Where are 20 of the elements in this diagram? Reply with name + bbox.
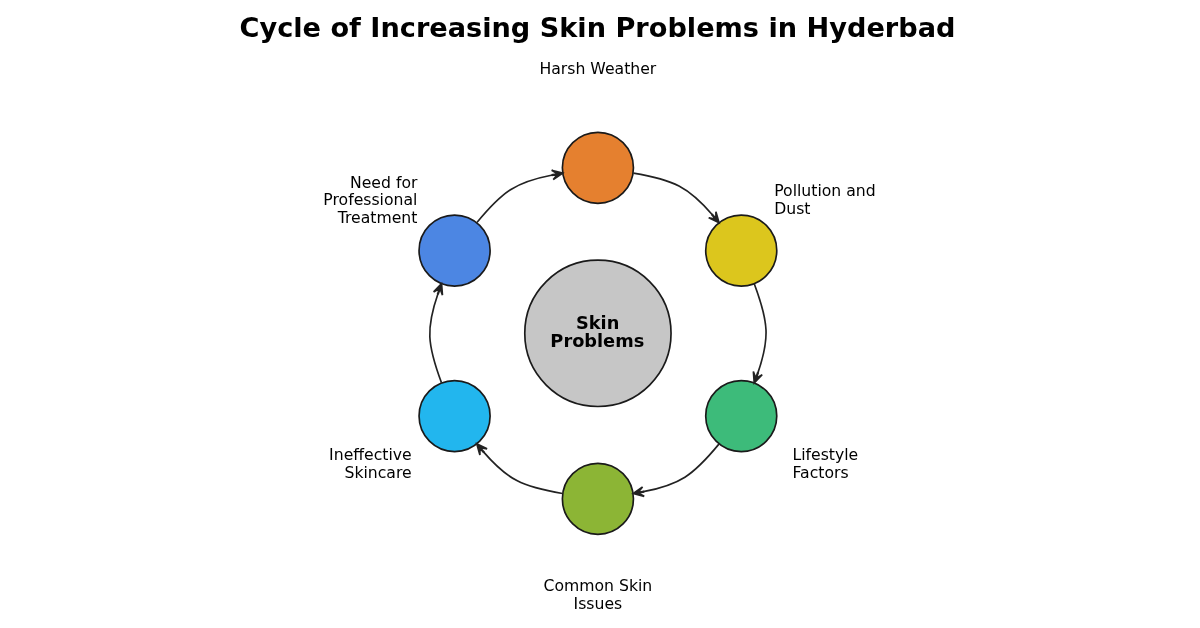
node-label: Harsh Weather: [539, 58, 657, 78]
arrow: [429, 282, 444, 384]
node-label: Common Skin Issues: [543, 576, 653, 614]
arrow: [475, 443, 564, 495]
arrow: [632, 172, 720, 224]
arrow: [632, 443, 720, 498]
arrow: [752, 283, 767, 384]
node-circle: [704, 379, 778, 453]
node-circle: [704, 214, 778, 287]
node-circle: [418, 379, 491, 453]
node-label: Ineffective Skincare: [329, 444, 412, 482]
node-circle: [418, 214, 491, 287]
node-circle: [561, 131, 635, 205]
arrow: [476, 169, 564, 224]
node-label: Need for Professional Treatment: [323, 172, 418, 228]
node-label: Pollution and Dust: [774, 181, 876, 219]
diagram-title: Cycle of Increasing Skin Problems in Hyderbad: [239, 12, 956, 44]
node-circle: [561, 462, 635, 536]
node-label: Lifestyle Factors: [792, 444, 859, 482]
node-circle: Skin Problems: [523, 259, 672, 408]
